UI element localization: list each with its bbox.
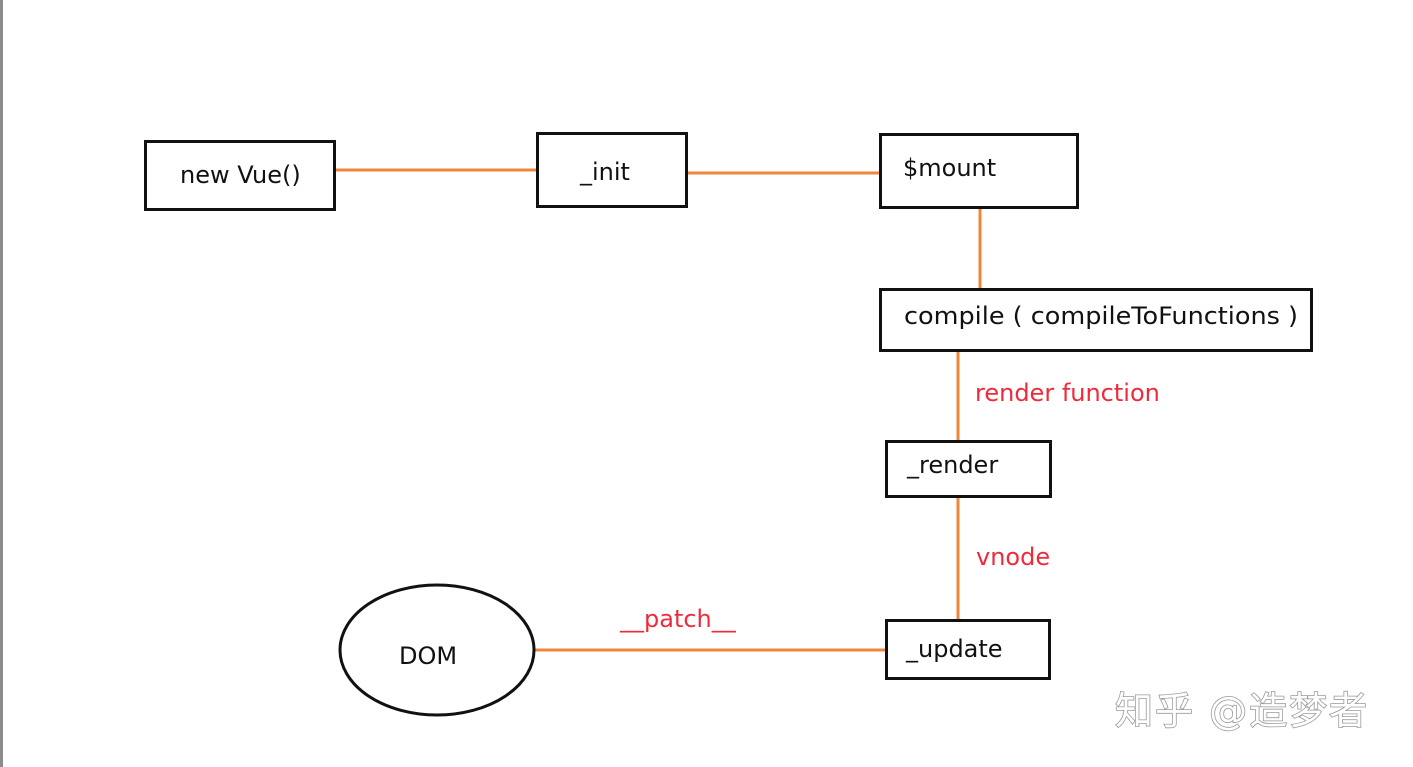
node-update-label: _update (905, 635, 1003, 663)
node-compile-label: compile ( compileToFunctions ) (904, 302, 1298, 330)
node-new-vue-box (144, 140, 336, 211)
connectors (335, 168, 982, 652)
node-render-label: _render (906, 451, 998, 479)
edge-label-vnode: vnode (976, 543, 1050, 571)
node-update: _update (885, 619, 1051, 680)
watermark-zhihu: 知乎 @造梦者 (1115, 689, 1369, 733)
node-dom: DOM (338, 583, 536, 717)
node-render: _render (885, 440, 1052, 498)
node-init: _init (536, 132, 688, 208)
node-compile-box (879, 288, 1313, 352)
node-mount-box (879, 133, 1079, 209)
node-new-vue: new Vue() (144, 140, 336, 211)
node-new-vue-label: new Vue() (180, 161, 301, 189)
node-mount: $mount (879, 133, 1079, 209)
node-init-box (536, 132, 688, 208)
node-init-label: _init (579, 158, 630, 186)
node-dom-label: DOM (399, 642, 457, 670)
edge-label-patch: __patch__ (619, 605, 737, 633)
node-mount-label: $mount (903, 154, 996, 182)
node-update-box (885, 619, 1051, 680)
node-dom-ellipse (338, 583, 536, 717)
node-compile: compile ( compileToFunctions ) (879, 288, 1313, 352)
node-render-box (885, 440, 1052, 498)
edge-label-render-function: render function (975, 379, 1160, 407)
left-edge-border (0, 0, 3, 767)
